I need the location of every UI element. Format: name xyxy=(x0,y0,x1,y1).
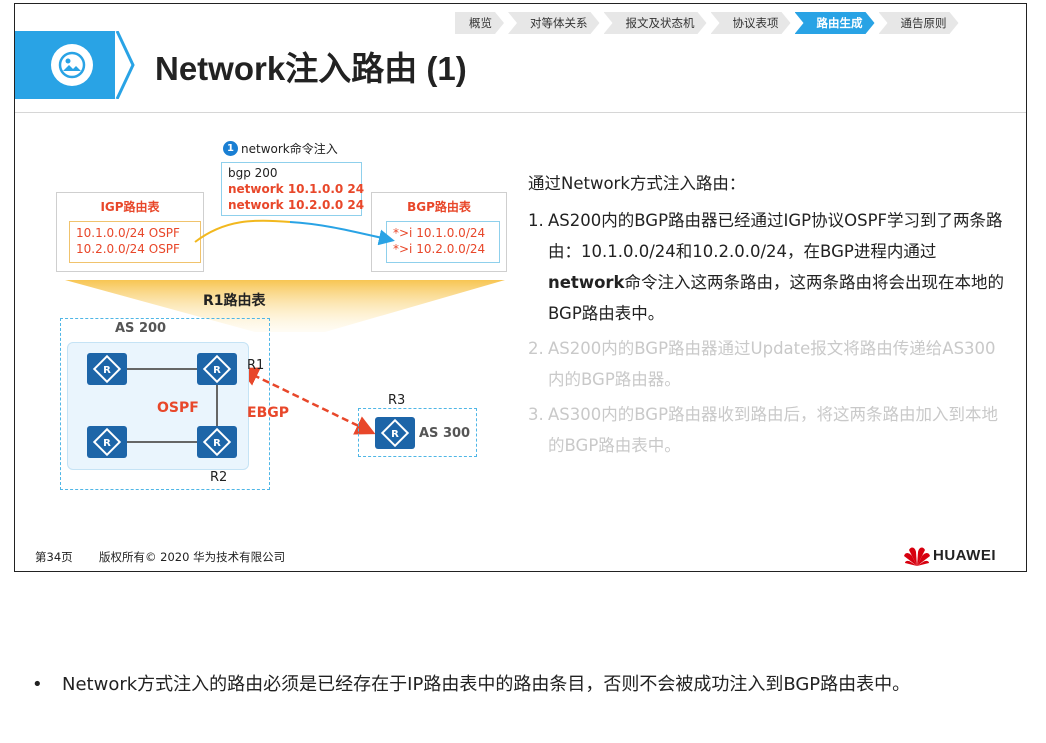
command-line: network 10.2.0.0 24 xyxy=(228,198,365,212)
ospf-label: OSPF xyxy=(157,400,199,416)
bgp-row: *>i 10.1.0.0/24 xyxy=(393,226,486,240)
footnote-text: Network方式注入的路由必须是已经存在于IP路由表中的路由条目，否则不会被成… xyxy=(62,674,911,695)
bgp-table-title: BGP路由表 xyxy=(407,200,471,214)
nav-item-peer[interactable]: 对等体关系 xyxy=(508,12,600,34)
description-heading: 通过Network方式注入路由： xyxy=(528,174,746,193)
item-text: 命令注入这两条路由，这两条路由将会出现在本地的BGP路由表中。 xyxy=(548,273,1005,323)
router-r3-icon: R xyxy=(375,417,415,449)
r3-label: R3 xyxy=(388,393,406,408)
footnote: • Network方式注入的路由必须是已经存在于IP路由表中的路由条目，否则不会… xyxy=(32,668,1022,702)
step-label: network命令注入 xyxy=(241,142,338,156)
item-text: AS200内的BGP路由器通过Update报文将路由传递给AS300内的BGP路… xyxy=(548,339,996,389)
inject-arrow-left xyxy=(194,219,291,243)
title-divider xyxy=(15,112,1026,113)
list-item: 3. AS300内的BGP路由器收到路由后，将这两条路由加入到本地的BGP路由表… xyxy=(528,399,1008,461)
ebgp-label: EBGP xyxy=(247,405,289,421)
network-diagram: 1 network命令注入 bgp 200 network 10.1.0.0 2… xyxy=(15,4,1026,571)
item-text: AS200内的BGP路由器已经通过IGP协议OSPF学习到了两条路由：10.1.… xyxy=(548,211,1003,261)
fan-shape xyxy=(65,280,505,332)
as200-label: AS 200 xyxy=(115,321,167,336)
logo-text: HUAWEI xyxy=(933,547,996,564)
step-badge: 1 xyxy=(223,141,238,156)
page-title: Network注入路由 (1) xyxy=(155,50,467,87)
igp-table-rows: 10.1.0.0/24 OSPF 10.2.0.0/24 OSPF xyxy=(69,221,201,263)
item-number: 2. xyxy=(528,339,544,358)
list-item: 1. AS200内的BGP路由器已经通过IGP协议OSPF学习到了两条路由：10… xyxy=(528,205,1008,329)
bgp-row: *>i 10.2.0.0/24 xyxy=(393,242,486,256)
item-number: 3. xyxy=(528,405,544,424)
item-number: 1. xyxy=(528,211,544,230)
breadcrumb: 概览 对等体关系 报文及状态机 协议表项 路由生成 通告原则 xyxy=(455,12,963,34)
bgp-table-rows: *>i 10.1.0.0/24 *>i 10.2.0.0/24 xyxy=(386,221,500,263)
router-icon: R xyxy=(87,426,127,458)
r1-table-label: R1路由表 xyxy=(203,293,266,309)
svg-text:R: R xyxy=(213,438,221,449)
svg-text:R: R xyxy=(103,438,111,449)
command-box: bgp 200 network 10.1.0.0 24 network 10.2… xyxy=(221,162,365,216)
as300-box xyxy=(358,408,477,457)
image-icon xyxy=(51,44,93,86)
as300-label: AS 300 xyxy=(419,426,471,441)
router-r2-icon: R xyxy=(197,426,237,458)
nav-item-tables[interactable]: 协议表项 xyxy=(711,12,791,34)
nav-item-advertisement[interactable]: 通告原则 xyxy=(879,12,959,34)
router-r1-icon: R xyxy=(197,353,237,385)
bgp-table: BGP路由表 *>i 10.1.0.0/24 *>i 10.2.0.0/24 xyxy=(371,192,507,272)
as200-box xyxy=(60,318,270,490)
ospf-link xyxy=(125,441,197,443)
svg-text:R: R xyxy=(103,365,111,376)
item-text: AS300内的BGP路由器收到路由后，将这两条路由加入到本地的BGP路由表中。 xyxy=(548,405,999,455)
command-line: network 10.1.0.0 24 xyxy=(228,182,365,196)
r1-label: R1 xyxy=(247,358,265,373)
ospf-link xyxy=(216,384,218,426)
igp-row: 10.2.0.0/24 OSPF xyxy=(76,242,180,256)
item-text-bold: network xyxy=(548,273,625,292)
slide: 概览 对等体关系 报文及状态机 协议表项 路由生成 通告原则 Network注入… xyxy=(14,3,1027,572)
diagram-connectors xyxy=(65,219,505,435)
router-icon: R xyxy=(87,353,127,385)
list-item: 2. AS200内的BGP路由器通过Update报文将路由传递给AS300内的B… xyxy=(528,333,1008,395)
svg-text:R: R xyxy=(213,365,221,376)
igp-table: IGP路由表 10.1.0.0/24 OSPF 10.2.0.0/24 OSPF xyxy=(56,192,204,272)
bullet: • xyxy=(32,674,43,695)
title-chevron-icon xyxy=(115,31,135,99)
copyright: 版权所有© 2020 华为技术有限公司 xyxy=(99,550,286,564)
nav-item-overview[interactable]: 概览 xyxy=(455,12,504,34)
igp-table-title: IGP路由表 xyxy=(100,200,160,214)
command-line: bgp 200 xyxy=(228,166,278,180)
huawei-logo: HUAWEI xyxy=(903,544,1023,568)
inject-arrow-right xyxy=(289,221,395,246)
description: 通过Network方式注入路由： 1. AS200内的BGP路由器已经通过IGP… xyxy=(528,168,1008,465)
page-number: 第34页 xyxy=(35,550,73,564)
igp-row: 10.1.0.0/24 OSPF xyxy=(76,226,180,240)
svg-text:R: R xyxy=(391,429,399,440)
ospf-link xyxy=(125,368,197,370)
ebgp-link xyxy=(238,367,376,435)
nav-item-route-generation[interactable]: 路由生成 xyxy=(795,12,875,34)
nav-item-messages[interactable]: 报文及状态机 xyxy=(604,12,707,34)
r2-label: R2 xyxy=(210,470,228,485)
huawei-petal-icon xyxy=(904,547,930,566)
